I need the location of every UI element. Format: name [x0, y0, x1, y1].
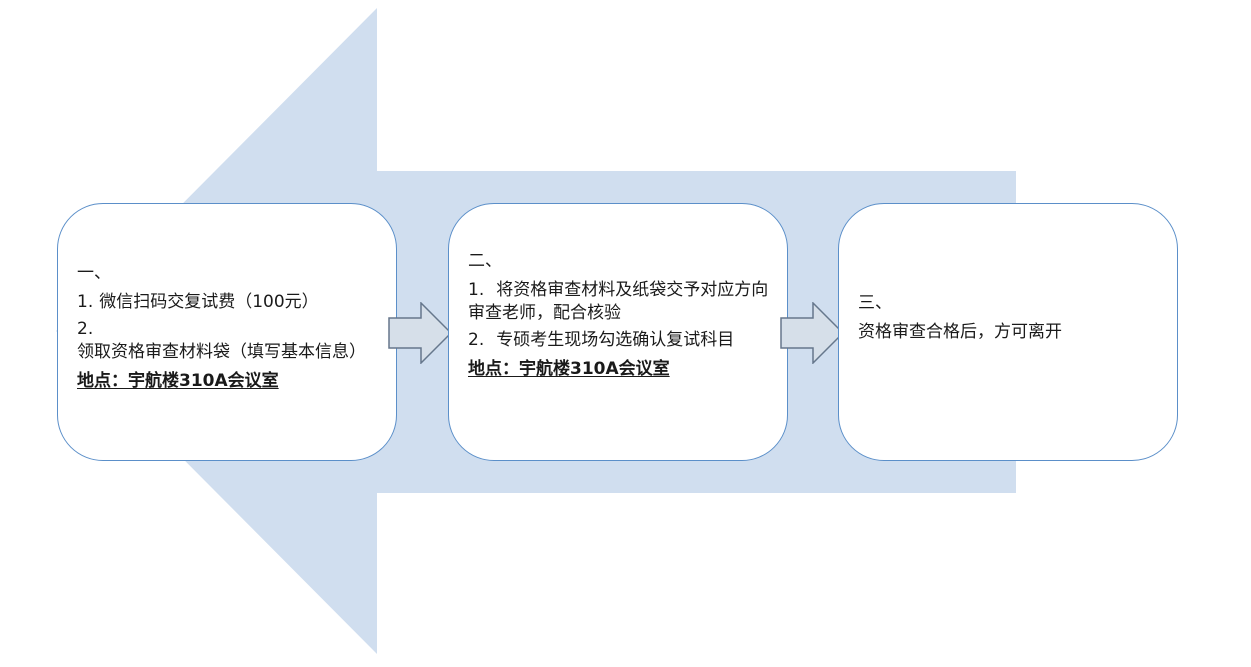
step-2-item-1-number: 1.	[468, 280, 485, 300]
step-2-item-2-text: 专硕考生现场勾选确认复试科目	[496, 330, 735, 350]
step-2-content: 二、 1.将资格审查材料及纸袋交予对应方向审查老师，配合核验 2. 专硕考生现场勾…	[468, 250, 773, 381]
step-1-location: 地点：宇航楼310A会议室	[77, 371, 279, 391]
step-1-item-2: 2. 领取资格审查材料袋（填写基本信息）	[77, 318, 382, 364]
step-3-heading: 三、	[858, 293, 892, 313]
right-arrow-shape	[780, 302, 844, 364]
step-2-list: 1.将资格审查材料及纸袋交予对应方向审查老师，配合核验 2. 专硕考生现场勾选确认…	[468, 279, 773, 352]
step-2-item-2-number: 2.	[468, 330, 485, 350]
step-2-item-1-text: 将资格审查材料及纸袋交予对应方向审查老师，配合核验	[468, 280, 769, 323]
step-2-location: 地点：宇航楼310A会议室	[468, 359, 670, 379]
step-2-heading: 二、	[468, 251, 502, 271]
step-1-item-2-number: 2.	[77, 319, 94, 339]
step-1-item-1: 1.微信扫码交复试费（100元）	[77, 291, 382, 314]
right-arrow-shape	[388, 302, 452, 364]
step-1-content: 一、 1.微信扫码交复试费（100元） 2.领取资格审查材料袋（填写基本信息） …	[77, 262, 382, 393]
step-3-content: 三、 资格审查合格后，方可离开	[858, 292, 1163, 344]
step-1-item-1-number: 1.	[77, 292, 94, 312]
step-2-box: 二、 1.将资格审查材料及纸袋交予对应方向审查老师，配合核验 2. 专硕考生现场勾…	[448, 203, 788, 461]
step-2-item-1: 1.将资格审查材料及纸袋交予对应方向审查老师，配合核验	[468, 279, 773, 325]
step-1-heading: 一、	[77, 263, 111, 283]
step-1-box: 一、 1.微信扫码交复试费（100元） 2.领取资格审查材料袋（填写基本信息） …	[57, 203, 397, 461]
step-1-item-1-text: 微信扫码交复试费（100元）	[99, 292, 319, 312]
step-1-item-2-text: 领取资格审查材料袋（填写基本信息）	[77, 342, 366, 362]
step-2-item-2: 2. 专硕考生现场勾选确认复试科目	[468, 329, 773, 352]
step-3-box: 三、 资格审查合格后，方可离开	[838, 203, 1178, 461]
step-1-list: 1.微信扫码交复试费（100元） 2. 领取资格审查材料袋（填写基本信息）	[77, 291, 382, 364]
step-3-text: 资格审查合格后，方可离开	[858, 322, 1062, 342]
right-arrow-icon	[780, 302, 844, 364]
right-arrow-icon	[388, 302, 452, 364]
